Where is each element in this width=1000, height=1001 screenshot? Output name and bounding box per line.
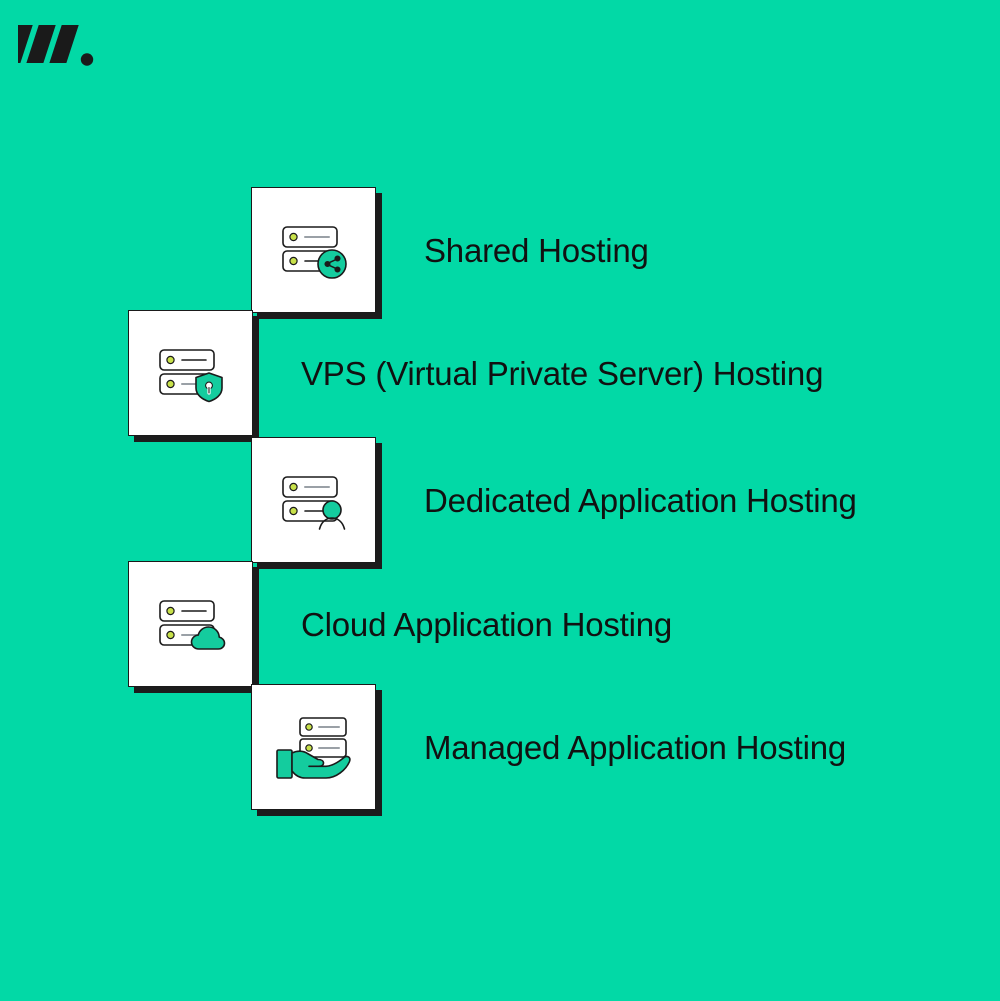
server-user-icon bbox=[277, 469, 351, 531]
list-item[interactable]: Cloud Application Hosting bbox=[128, 561, 672, 687]
server-cloud-icon bbox=[154, 593, 228, 655]
list-item-label: Dedicated Application Hosting bbox=[424, 481, 857, 519]
list-item[interactable]: Managed Application Hosting bbox=[251, 684, 846, 810]
list-item[interactable]: Dedicated Application Hosting bbox=[251, 437, 857, 563]
list-item-label: Cloud Application Hosting bbox=[301, 605, 673, 643]
w-monogram-logo bbox=[3, 18, 96, 70]
list-item[interactable]: VPS (Virtual Private Server) Hosting bbox=[128, 310, 823, 436]
server-share-icon bbox=[277, 219, 351, 281]
server-hand-icon bbox=[274, 712, 354, 782]
icon-card-managed-application-hosting[interactable] bbox=[251, 684, 376, 810]
list-item[interactable]: Shared Hosting bbox=[251, 187, 649, 313]
server-shield-icon bbox=[154, 342, 228, 404]
icon-card-shared-hosting[interactable] bbox=[251, 187, 376, 313]
icon-card-vps-hosting[interactable] bbox=[128, 310, 253, 436]
icon-card-dedicated-application-hosting[interactable] bbox=[251, 437, 376, 563]
list-item-label: Shared Hosting bbox=[424, 231, 649, 269]
icon-card-cloud-application-hosting[interactable] bbox=[128, 561, 253, 687]
list-item-label: VPS (Virtual Private Server) Hosting bbox=[301, 354, 824, 392]
list-item-label: Managed Application Hosting bbox=[424, 728, 847, 766]
